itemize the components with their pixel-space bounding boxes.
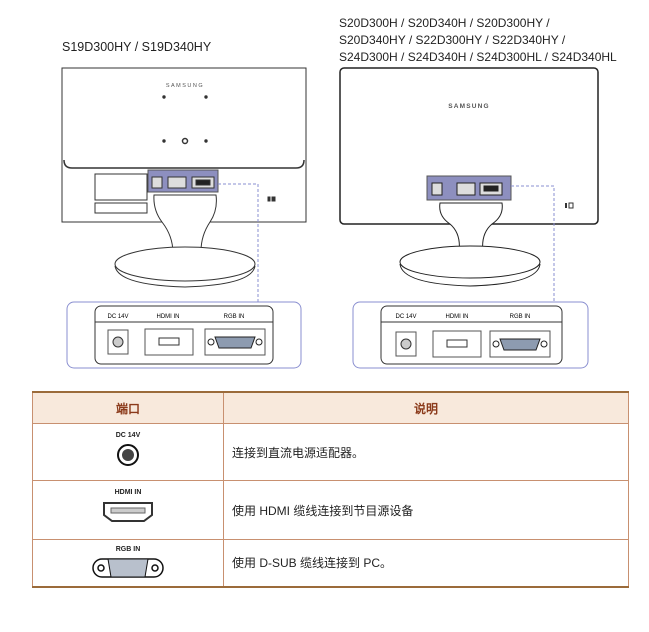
- left-dc-label: DC 14V: [107, 314, 128, 320]
- monitor-diagrams: SAMSUNG DC 14V HDMI IN RGB IN SAMSUNG DC…: [61, 67, 599, 369]
- vga-port-icon: [92, 558, 164, 578]
- title-line: S24D300H / S24D340H / S24D300HL / S24D34…: [339, 50, 617, 64]
- port-cell: DC 14V: [32, 423, 224, 481]
- left-brand-logo: SAMSUNG: [166, 83, 204, 89]
- description-cell: 使用 HDMI 缆线连接到节目源设备: [223, 480, 629, 540]
- right-model-title: S20D300H / S20D340H / S20D300HY / S20D34…: [339, 15, 617, 66]
- hdmi-port-icon: [103, 502, 153, 522]
- port-cell: HDMI IN: [32, 480, 224, 540]
- right-dc-label: DC 14V: [395, 314, 416, 320]
- header-port: 端口: [32, 391, 224, 424]
- table-header: 端口 说明: [32, 391, 629, 424]
- left-hdmi-label: HDMI IN: [157, 314, 180, 320]
- table-row: RGB IN 使用 D-SUB 缆线连接到 PC。: [32, 539, 629, 588]
- left-rgb-label: RGB IN: [224, 314, 245, 320]
- description-cell: 连接到直流电源适配器。: [223, 423, 629, 481]
- right-brand-logo: SAMSUNG: [448, 103, 490, 110]
- title-line: S20D340HY / S22D300HY / S22D340HY /: [339, 33, 566, 47]
- port-label: HDMI IN: [114, 489, 142, 496]
- port-cell: RGB IN: [32, 539, 224, 588]
- left-callout-line: [218, 183, 259, 302]
- right-port-panel: [352, 301, 589, 369]
- port-table: 端口 说明 DC 14V 连接到直流电源适配器。 HDMI IN 使用 HDMI…: [32, 391, 629, 588]
- title-line: S20D300H / S20D340H / S20D300HY /: [339, 16, 550, 30]
- dc-jack-icon: [117, 444, 139, 466]
- port-label: DC 14V: [115, 432, 141, 439]
- left-monitor-illustration: [61, 67, 307, 288]
- table-row: DC 14V 连接到直流电源适配器。: [32, 423, 629, 481]
- port-label: RGB IN: [115, 546, 141, 553]
- table-row: HDMI IN 使用 HDMI 缆线连接到节目源设备: [32, 480, 629, 540]
- right-callout-line: [511, 185, 555, 302]
- left-model-title: S19D300HY / S19D340HY: [62, 40, 212, 54]
- right-rgb-label: RGB IN: [510, 314, 531, 320]
- description-cell: 使用 D-SUB 缆线连接到 PC。: [223, 539, 629, 588]
- right-hdmi-label: HDMI IN: [446, 314, 469, 320]
- right-monitor-illustration: [339, 67, 599, 287]
- left-port-panel: [66, 301, 302, 369]
- header-description: 说明: [223, 391, 629, 424]
